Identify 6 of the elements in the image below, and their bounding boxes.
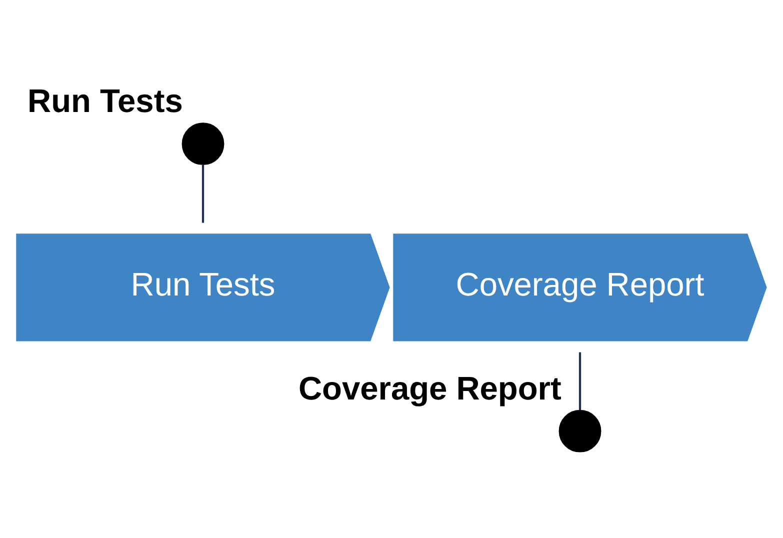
connector	[202, 164, 204, 222]
node-circle	[558, 409, 602, 452]
node-label: Run Tests	[28, 82, 183, 119]
node-circle	[182, 122, 224, 165]
connector	[578, 352, 582, 410]
node-label: Coverage Report	[298, 368, 562, 406]
